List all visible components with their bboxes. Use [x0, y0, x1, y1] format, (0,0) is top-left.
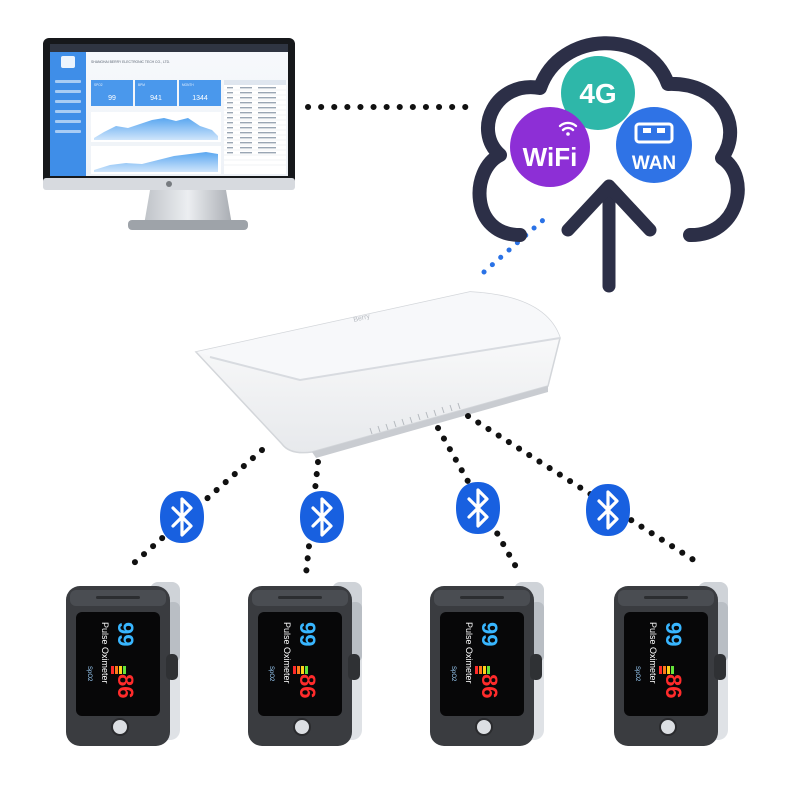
dashboard-area-chart [91, 146, 221, 174]
pulse-oximeter-4: Pulse Oximeter SpO2 99 86 [613, 581, 729, 747]
computer-monitor: SHANGHAI BERRY ELECTRONIC TECH CO., LTD.… [43, 38, 295, 230]
monitor-stand [144, 190, 232, 225]
signal-bar-icon [475, 666, 490, 674]
pulse-reading: 86 [477, 674, 502, 698]
4g-badge [561, 56, 635, 130]
spo2-reading: 99 [113, 622, 138, 646]
spo2-unit: SpO2 [450, 666, 456, 682]
upload-arrow-icon [561, 179, 657, 293]
pulse-oximeter-3: Pulse Oximeter SpO2 99 86 [429, 581, 545, 747]
spo2-unit: SpO2 [86, 666, 92, 682]
spo2-reading: 99 [477, 622, 502, 646]
router-vent [369, 402, 461, 435]
oximeter-label: Pulse Oximeter [464, 622, 474, 684]
oximeter-label: Pulse Oximeter [100, 622, 110, 684]
dashboard-title: SHANGHAI BERRY ELECTRONIC TECH CO., LTD. [91, 60, 170, 64]
pulse-reading: 86 [295, 674, 320, 698]
bluetooth-icon [298, 489, 346, 545]
wan-label: WAN [632, 153, 676, 174]
4g-label: 4G [579, 78, 616, 109]
dashboard-sidebar [50, 52, 86, 176]
cloud-network: 4G WiFi WAN [472, 36, 745, 293]
gateway-cloud-link [481, 211, 553, 275]
wifi-label: WiFi [523, 142, 578, 172]
oximeter-label: Pulse Oximeter [282, 622, 292, 684]
spo2-unit: SpO2 [268, 666, 274, 682]
dashboard-logo-icon [61, 56, 75, 68]
stat-card-label: SPO2 [94, 83, 103, 87]
stat-card-value: 1344 [192, 95, 208, 102]
cloud-outline-icon [472, 36, 745, 243]
link-oximeter-4 [465, 413, 703, 567]
link-oximeter-2 [303, 459, 321, 577]
ethernet-port-icon [634, 122, 674, 144]
stat-card-value: 99 [108, 95, 116, 102]
stat-card-label: BPM [138, 83, 145, 87]
sidebar-menu [55, 80, 81, 133]
stat-card-value: 941 [150, 95, 162, 102]
stat-cards: SPO2 BPM MONTH 99 941 1344 [91, 80, 221, 106]
router-brand: Berry [353, 313, 371, 324]
wifi-icon [558, 121, 578, 132]
dashboard-area-chart [91, 112, 221, 142]
bluetooth-gateway: Berry [194, 291, 561, 458]
bluetooth-icon [158, 489, 206, 545]
pulse-oximeter-2: Pulse Oximeter SpO2 99 86 [247, 581, 363, 747]
pulse-reading: 86 [661, 674, 686, 698]
monitor-base [128, 220, 248, 230]
signal-bar-icon [659, 666, 674, 674]
spo2-reading: 99 [661, 622, 686, 646]
signal-bar-icon [111, 666, 126, 674]
spo2-unit: SpO2 [634, 666, 640, 682]
spo2-reading: 99 [295, 622, 320, 646]
bluetooth-icon [584, 482, 632, 538]
oximeter-label: Pulse Oximeter [648, 622, 658, 684]
bluetooth-icon [454, 480, 502, 536]
pulse-reading: 86 [113, 674, 138, 698]
pulse-oximeter-1: Pulse Oximeter SpO2 99 86 [65, 581, 181, 747]
apple-logo-icon [166, 181, 172, 187]
dashboard-table [224, 80, 286, 174]
signal-bar-icon [293, 666, 308, 674]
stat-card-label: MONTH [182, 83, 194, 87]
